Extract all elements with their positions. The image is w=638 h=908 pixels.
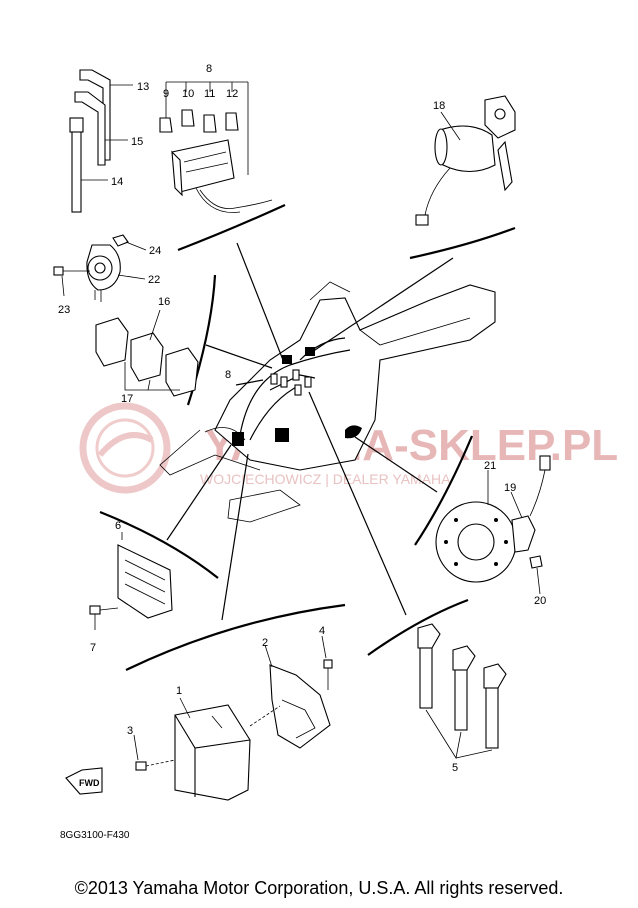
fuse-box-group <box>159 81 273 213</box>
leader-lines <box>99 203 516 671</box>
callout-17: 17 <box>121 393 133 405</box>
callout-22: 22 <box>148 274 160 286</box>
callout-5: 5 <box>452 762 458 774</box>
callout-14: 14 <box>111 176 123 188</box>
rectifier-group <box>89 532 173 630</box>
callout-21: 21 <box>484 460 496 472</box>
callout-7: 7 <box>90 642 96 654</box>
callout-4: 4 <box>319 625 325 637</box>
callout-19: 19 <box>504 482 516 494</box>
main-switch-group <box>415 95 516 226</box>
callout-2: 2 <box>262 637 268 649</box>
callout-15: 15 <box>131 136 143 148</box>
callout-20: 20 <box>534 595 546 607</box>
callout-23: 23 <box>58 304 70 316</box>
diagram-code: 8GG3100-F430 <box>60 830 130 841</box>
callout-11: 11 <box>204 88 215 100</box>
callout-1: 1 <box>176 685 182 697</box>
callout-16: 16 <box>158 296 170 308</box>
callout-labels: 8 9 10 11 12 13 15 14 18 24 22 23 16 17 … <box>58 63 546 774</box>
pickup-coil-group <box>435 455 551 595</box>
cdi-unit-group <box>133 635 333 801</box>
callout-8-top: 8 <box>206 63 212 75</box>
callout-9: 9 <box>163 88 169 100</box>
callout-10: 10 <box>182 88 194 100</box>
callout-12: 12 <box>226 88 238 100</box>
horn-group <box>53 234 147 302</box>
callout-24: 24 <box>149 245 161 257</box>
callout-13: 13 <box>137 81 149 93</box>
relay-group <box>95 309 199 397</box>
ignition-coils-group <box>417 623 507 760</box>
watermark-subtext: WOJCIECHOWICZ | DEALER YAMAHA <box>200 471 451 487</box>
callout-6: 6 <box>115 520 121 532</box>
callout-18: 18 <box>433 100 445 112</box>
vehicle-frame <box>159 281 496 523</box>
callout-8-mid: 8 <box>225 369 231 381</box>
cable-clamps-group <box>69 69 133 213</box>
callout-3: 3 <box>127 725 133 737</box>
copyright-notice: ©2013 Yamaha Motor Corporation, U.S.A. A… <box>74 878 564 898</box>
fwd-label: FWD <box>79 778 100 788</box>
fwd-arrow-icon: FWD <box>65 767 103 795</box>
